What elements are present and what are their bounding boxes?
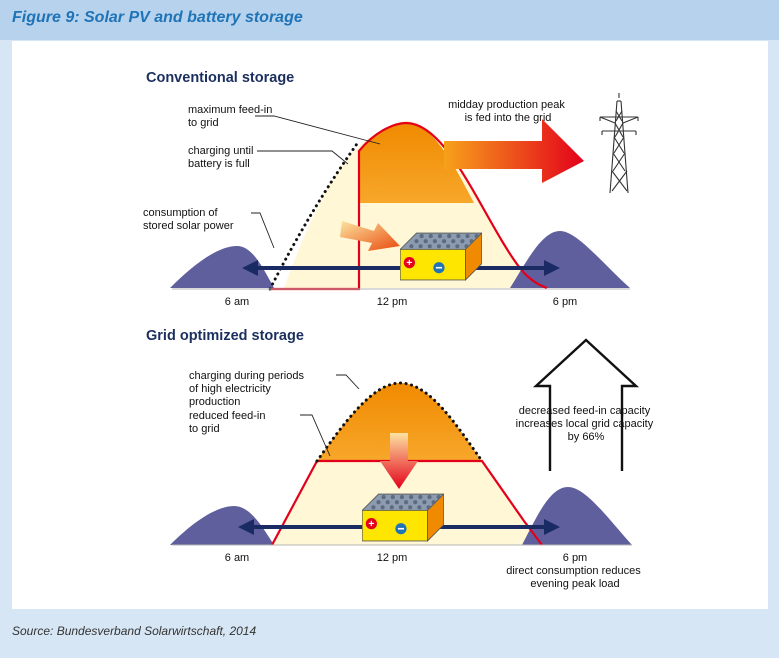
power-pylon-icon: [599, 93, 639, 194]
label-line: charging until: [188, 145, 253, 157]
label-line: maximum feed-in: [188, 104, 272, 116]
label-direct-consumption: direct consumption reduces evening peak …: [506, 565, 644, 590]
battery-icon: [400, 232, 482, 281]
up-arrow-outline-icon: [532, 338, 640, 471]
label-line: reduced feed-in: [189, 410, 265, 422]
charge-arrow: [340, 221, 400, 251]
morning-consumption-hump: [170, 506, 274, 545]
label-line: battery is full: [188, 158, 250, 170]
evening-consumption-hump: [522, 487, 632, 545]
left-arrowhead: [238, 519, 254, 535]
feed-into-grid-arrow: [444, 119, 584, 183]
label-line: stored solar power: [143, 220, 234, 232]
label-charging-periods: charging during periods of high electric…: [189, 370, 307, 408]
consumption-leader: [251, 212, 275, 249]
label-max-feed-in: maximum feed-in to grid: [188, 104, 275, 129]
label-line: increases local grid capacity: [516, 418, 654, 430]
label-midday-peak: midday production peak is fed into the g…: [448, 99, 568, 124]
time-label-6am: 6 am: [225, 552, 249, 564]
label-line: evening peak load: [530, 578, 619, 590]
source-note: Source: Bundesverband Solarwirtschaft, 2…: [12, 624, 257, 638]
charging-dome: [317, 383, 482, 461]
label-line: is fed into the grid: [465, 112, 552, 124]
left-arrowhead: [242, 260, 258, 276]
label-line: consumption of: [143, 207, 219, 219]
label-line: to grid: [188, 117, 219, 129]
charging-periods-leader: [336, 374, 360, 390]
label-decreased-capacity: decreased feed-in capacity increases loc…: [516, 405, 657, 443]
time-label-6am: 6 am: [225, 296, 249, 308]
conventional-heading: Conventional storage: [146, 70, 294, 86]
label-line: direct consumption reduces: [506, 565, 641, 577]
time-label-6pm: 6 pm: [563, 552, 587, 564]
evening-consumption-hump: [510, 231, 630, 288]
label-charging-until-full: charging until battery is full: [188, 145, 257, 170]
peak-feed-in-area: [359, 123, 474, 203]
time-label-6pm: 6 pm: [553, 296, 577, 308]
dotted-production-curve: [315, 381, 484, 463]
reduced-feed-in-leader: [300, 414, 331, 457]
label-line: midday production peak: [448, 99, 565, 111]
label-consumption-stored: consumption of stored solar power: [143, 207, 234, 232]
label-line: by 66%: [568, 431, 605, 443]
battery-icon: [362, 493, 444, 542]
charging-leader: [257, 150, 349, 165]
right-arrowhead: [544, 260, 560, 276]
label-line: of high electricity: [189, 383, 271, 395]
grid-optimized-heading: Grid optimized storage: [146, 328, 304, 344]
diagram-svg: + Conventional storage: [143, 70, 657, 590]
label-line: production: [189, 396, 240, 408]
grid-optimized-storage-diagram: Grid optimized storage: [146, 328, 657, 590]
time-label-12pm: 12 pm: [377, 552, 408, 564]
diagram-panel: + Conventional storage: [12, 41, 768, 609]
label-line: decreased feed-in capacity: [519, 405, 651, 417]
label-reduced-feed-in: reduced feed-in to grid: [189, 410, 269, 435]
right-arrowhead: [544, 519, 560, 535]
morning-consumption-hump: [170, 246, 274, 288]
dotted-production-curve: [268, 139, 361, 291]
conventional-storage-diagram: Conventional storage: [143, 70, 639, 308]
time-label-12pm: 12 pm: [377, 296, 408, 308]
charge-down-arrow: [380, 433, 418, 489]
label-line: charging during periods: [189, 370, 304, 382]
figure-title: Figure 9: Solar PV and battery storage: [12, 9, 303, 26]
title-bar: Figure 9: Solar PV and battery storage: [0, 0, 779, 40]
label-line: to grid: [189, 423, 220, 435]
max-feed-in-leader: [255, 115, 381, 145]
